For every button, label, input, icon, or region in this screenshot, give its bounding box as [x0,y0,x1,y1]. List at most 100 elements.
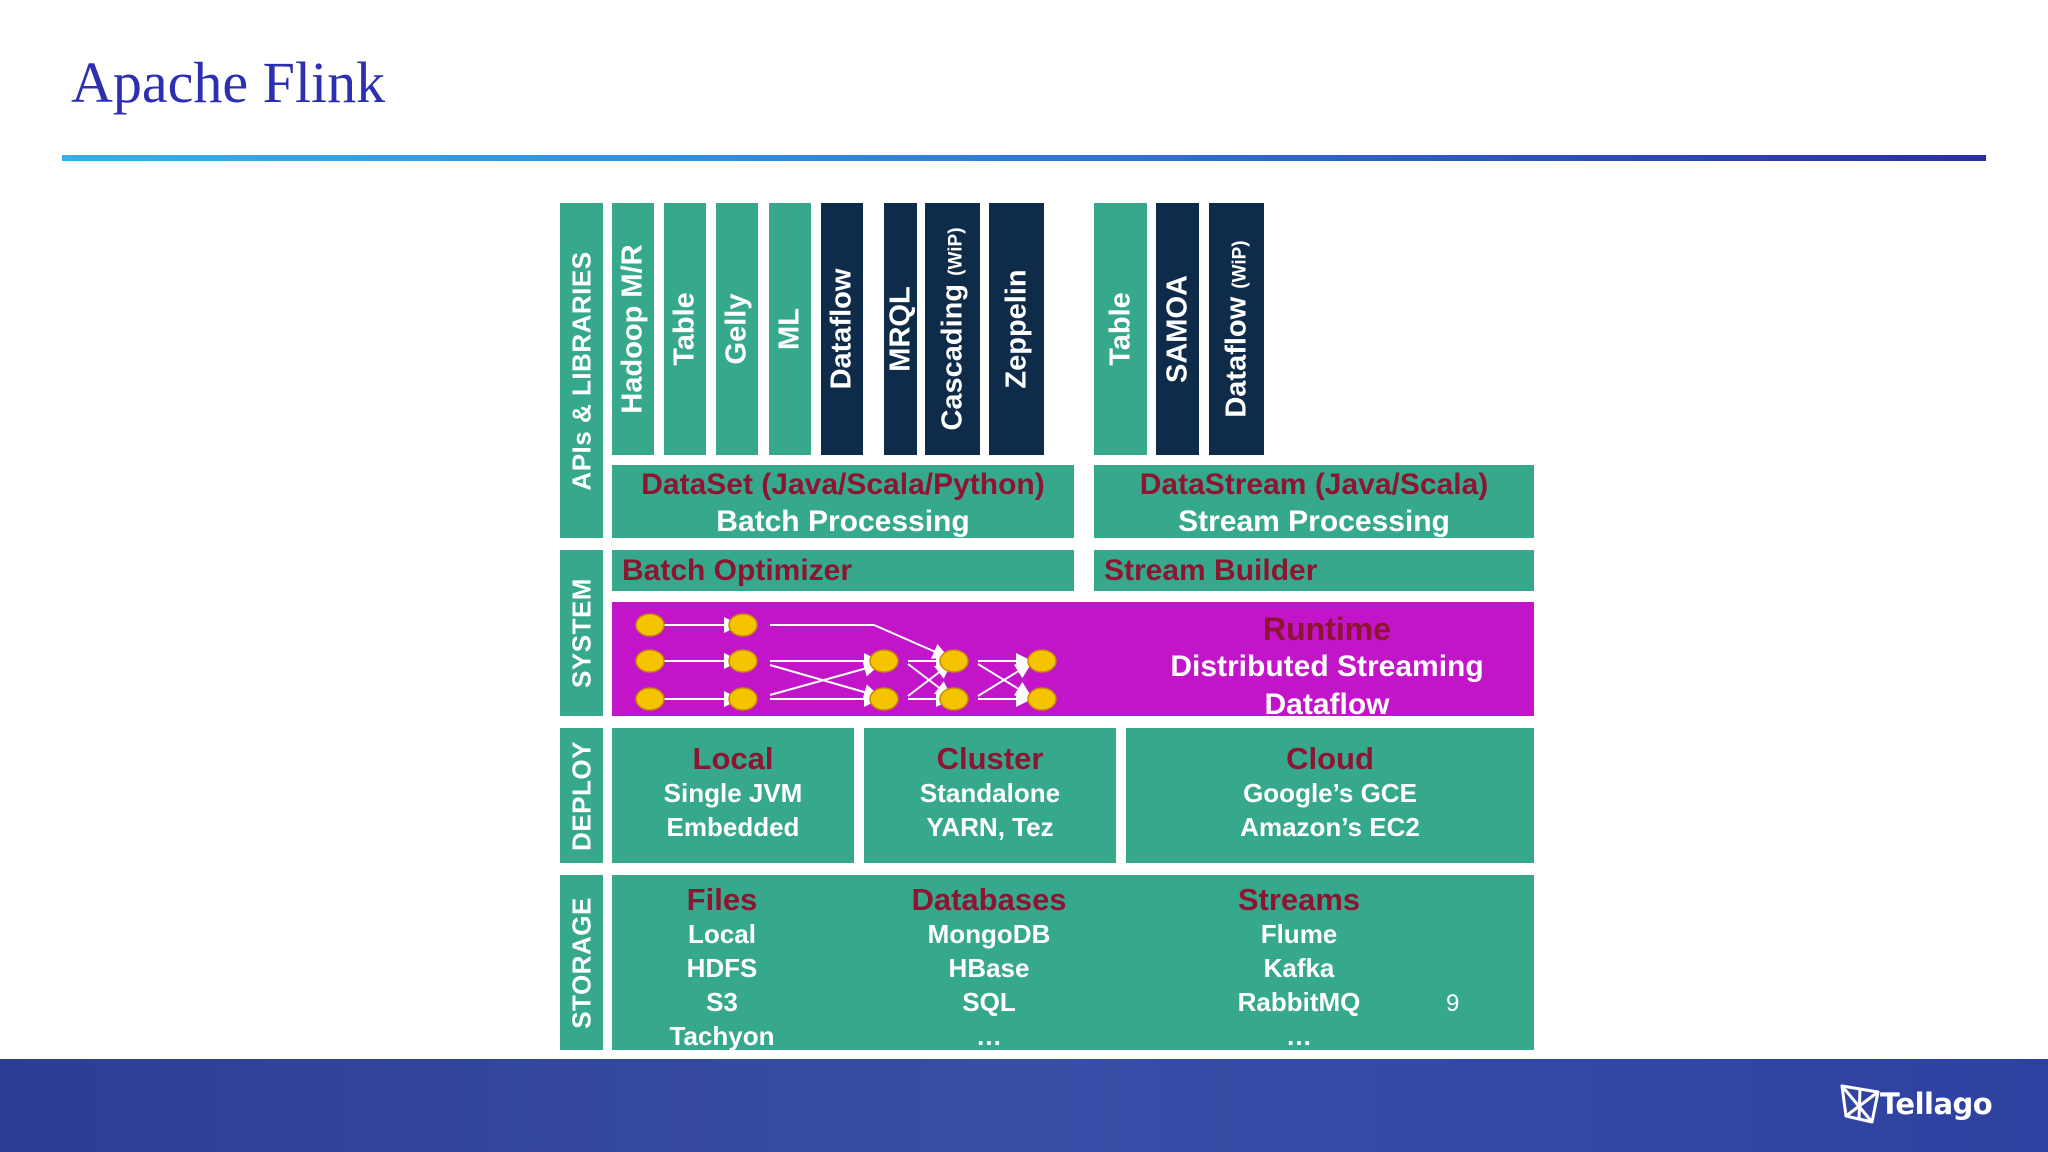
storage-title: Databases [911,882,1067,917]
edge [977,662,1032,697]
layer-system: SYSTEM [560,550,603,716]
dataflow-node [939,649,969,673]
datastream-api-box: DataStream (Java/Scala) Stream Processin… [1094,465,1534,538]
library-zeppelin: Zeppelin [989,203,1044,455]
deploy-local: Local Single JVM Embedded [612,742,854,844]
library-name: Dataflow [1220,296,1252,418]
storage-line: MongoDB [927,919,1051,949]
storage-line: HBase [948,953,1030,983]
dataflow-node [728,649,758,673]
dataset-api-title: DataSet (Java/Scala/Python) [641,468,1045,501]
storage-streams: Streams Flume Kafka RabbitMQ … [1199,883,1399,1053]
tellago-logo-text: Tellago [1880,1087,1993,1121]
library-name: Cascading [936,283,968,431]
storage-box: Files Local HDFS S3 Tachyon Databases Mo… [612,875,1534,1053]
library-label: SAMOA [1161,275,1193,383]
stream-builder-label: Stream Builder [1104,553,1318,587]
deploy-cloud: Cloud Google’s GCE Amazon’s EC2 [1126,742,1534,844]
library-table-stream: Table [1094,203,1147,455]
edge [769,661,880,696]
layer-deploy-label: DEPLOY [566,740,596,851]
dataflow-graph [635,613,1057,711]
library-ml: ML [769,203,811,455]
layer-deploy: DEPLOY [560,728,603,863]
layer-apis-label: APIs & LIBRARIES [566,250,596,491]
library-mrql: MRQL [884,203,917,455]
library-dataflow-stream: Dataflow (WiP) [1209,203,1264,455]
batch-optimizer-label: Batch Optimizer [622,553,853,587]
dataflow-node [1027,687,1057,711]
library-label: Dataflow (WiP) [1220,240,1253,417]
storage-line: SQL [962,987,1016,1017]
edge [907,662,952,697]
page-number: 9 [1446,990,1460,1017]
footer-bar [0,1059,2048,1152]
layer-apis: APIs & LIBRARIES [560,203,603,538]
library-label: Zeppelin [1000,269,1032,389]
deploy-cluster-box: Cluster Standalone YARN, Tez [864,728,1116,863]
dataflow-node [728,687,758,711]
datastream-api-subtitle: Stream Processing [1178,505,1450,538]
layer-storage: STORAGE [560,875,603,1050]
layer-storage-label: STORAGE [566,896,596,1029]
library-cascading: Cascading (WiP) [925,203,980,455]
library-gelly: Gelly [716,203,758,455]
deploy-cloud-box: Cloud Google’s GCE Amazon’s EC2 [1126,728,1534,863]
library-samoa: SAMOA [1156,203,1199,455]
library-label: Gelly [720,293,753,365]
storage-title: Files [686,882,758,917]
wip-tag: (WiP) [945,227,966,276]
dataset-api-box: DataSet (Java/Scala/Python) Batch Proces… [612,465,1074,538]
storage-line: Kafka [1263,953,1335,983]
dataset-api-subtitle: Batch Processing [716,505,970,538]
storage-line: Tachyon [669,1021,775,1051]
storage-line: … [1286,1021,1312,1051]
library-hadoop-mr: Hadoop M/R [612,203,654,455]
storage-line: HDFS [686,953,758,983]
storage-line: S3 [706,987,738,1017]
deploy-line: Standalone [919,778,1061,808]
dataflow-node [869,687,899,711]
library-dataflow-batch: Dataflow [821,203,863,455]
deploy-title: Local [692,741,774,776]
title-rule [62,155,1986,161]
edge [873,624,949,659]
datastream-api-title: DataStream (Java/Scala) [1139,468,1489,501]
library-label: Table [668,292,701,366]
deploy-line: YARN, Tez [926,812,1054,842]
dataflow-node [939,687,969,711]
storage-files: Files Local HDFS S3 Tachyon [632,883,812,1053]
deploy-cluster: Cluster Standalone YARN, Tez [864,742,1116,844]
library-label: Hadoop M/R [616,244,649,414]
layer-system-label: SYSTEM [566,578,596,688]
storage-line: … [976,1021,1002,1051]
storage-title: Streams [1237,882,1361,917]
dataflow-node [635,649,665,673]
deploy-title: Cloud [1286,741,1374,776]
library-label: Cascading (WiP) [936,227,969,430]
stream-builder-box: Stream Builder [1094,550,1534,591]
deploy-line: Single JVM [663,778,803,808]
deploy-line: Google’s GCE [1243,778,1417,808]
dataflow-node [635,613,665,637]
deploy-local-box: Local Single JVM Embedded [612,728,854,863]
tellago-logo-icon [1840,1084,1880,1124]
storage-line: RabbitMQ [1237,987,1361,1017]
tellago-logo: Tellago [1838,1082,1993,1126]
library-label: Dataflow [825,268,858,390]
library-table-batch: Table [664,203,706,455]
storage-databases: Databases MongoDB HBase SQL … [879,883,1099,1053]
runtime-box: Runtime Distributed Streaming Dataflow [612,602,1534,716]
deploy-title: Cluster [936,741,1044,776]
dataflow-node [869,649,899,673]
wip-tag: (WiP) [1229,240,1250,289]
runtime-line: Dataflow [1264,688,1390,716]
runtime-line: Distributed Streaming [1170,650,1484,683]
deploy-line: Embedded [666,812,800,842]
runtime-title: Runtime [1263,611,1391,647]
dataflow-node [728,613,758,637]
dataflow-node [635,687,665,711]
library-label: Table [1104,292,1136,366]
storage-line: Flume [1260,919,1338,949]
